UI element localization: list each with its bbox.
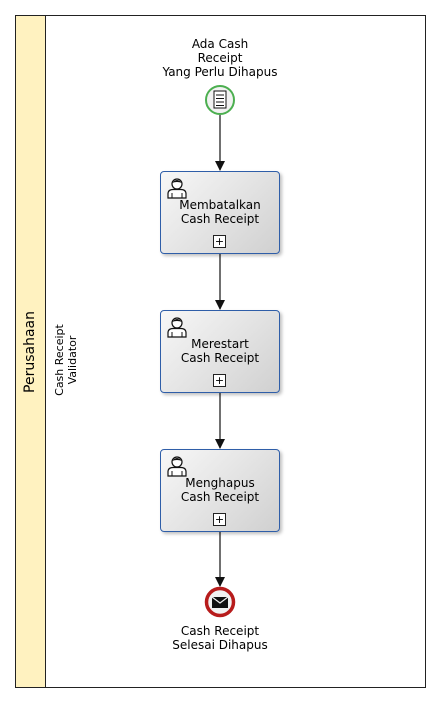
task-membatalkan-cash-receipt[interactable]: Membatalkan Cash Receipt +	[160, 171, 280, 254]
task-label-line1: Merestart	[191, 337, 249, 351]
end-event-label-line: Cash Receipt	[180, 624, 260, 638]
task-menghapus-cash-receipt[interactable]: Menghapus Cash Receipt +	[160, 449, 280, 532]
task-label-line1: Membatalkan	[179, 198, 261, 212]
task-label-line2: Cash Receipt	[180, 212, 260, 226]
conditional-document-icon	[213, 90, 227, 109]
end-event-label: Cash Receipt Selesai Dihapus	[140, 624, 300, 652]
task-label-line2: Cash Receipt	[180, 490, 260, 504]
subprocess-expand-marker[interactable]: +	[213, 374, 226, 387]
task-label: Merestart Cash Receipt	[167, 337, 273, 365]
task-merestart-cash-receipt[interactable]: Merestart Cash Receipt +	[160, 310, 280, 393]
start-event-label-line: Ada Cash	[191, 37, 249, 51]
start-event-label-line: Receipt	[197, 51, 243, 65]
subprocess-expand-marker[interactable]: +	[213, 235, 226, 248]
task-label-line1: Menghapus	[185, 476, 255, 490]
user-icon	[167, 317, 187, 338]
pool-header	[15, 15, 46, 688]
end-event[interactable]	[204, 586, 236, 618]
user-icon	[167, 178, 187, 199]
user-icon	[167, 456, 187, 477]
task-label: Menghapus Cash Receipt	[167, 476, 273, 504]
task-label-line2: Cash Receipt	[180, 351, 260, 365]
start-event[interactable]	[205, 85, 235, 115]
end-event-label-line: Selesai Dihapus	[172, 638, 268, 652]
envelope-icon	[211, 596, 229, 608]
subprocess-expand-marker[interactable]: +	[213, 513, 226, 526]
start-event-label-line: Yang Perlu Dihapus	[162, 65, 278, 79]
task-label: Membatalkan Cash Receipt	[167, 198, 273, 226]
start-event-label: Ada Cash Receipt Yang Perlu Dihapus	[140, 37, 300, 79]
